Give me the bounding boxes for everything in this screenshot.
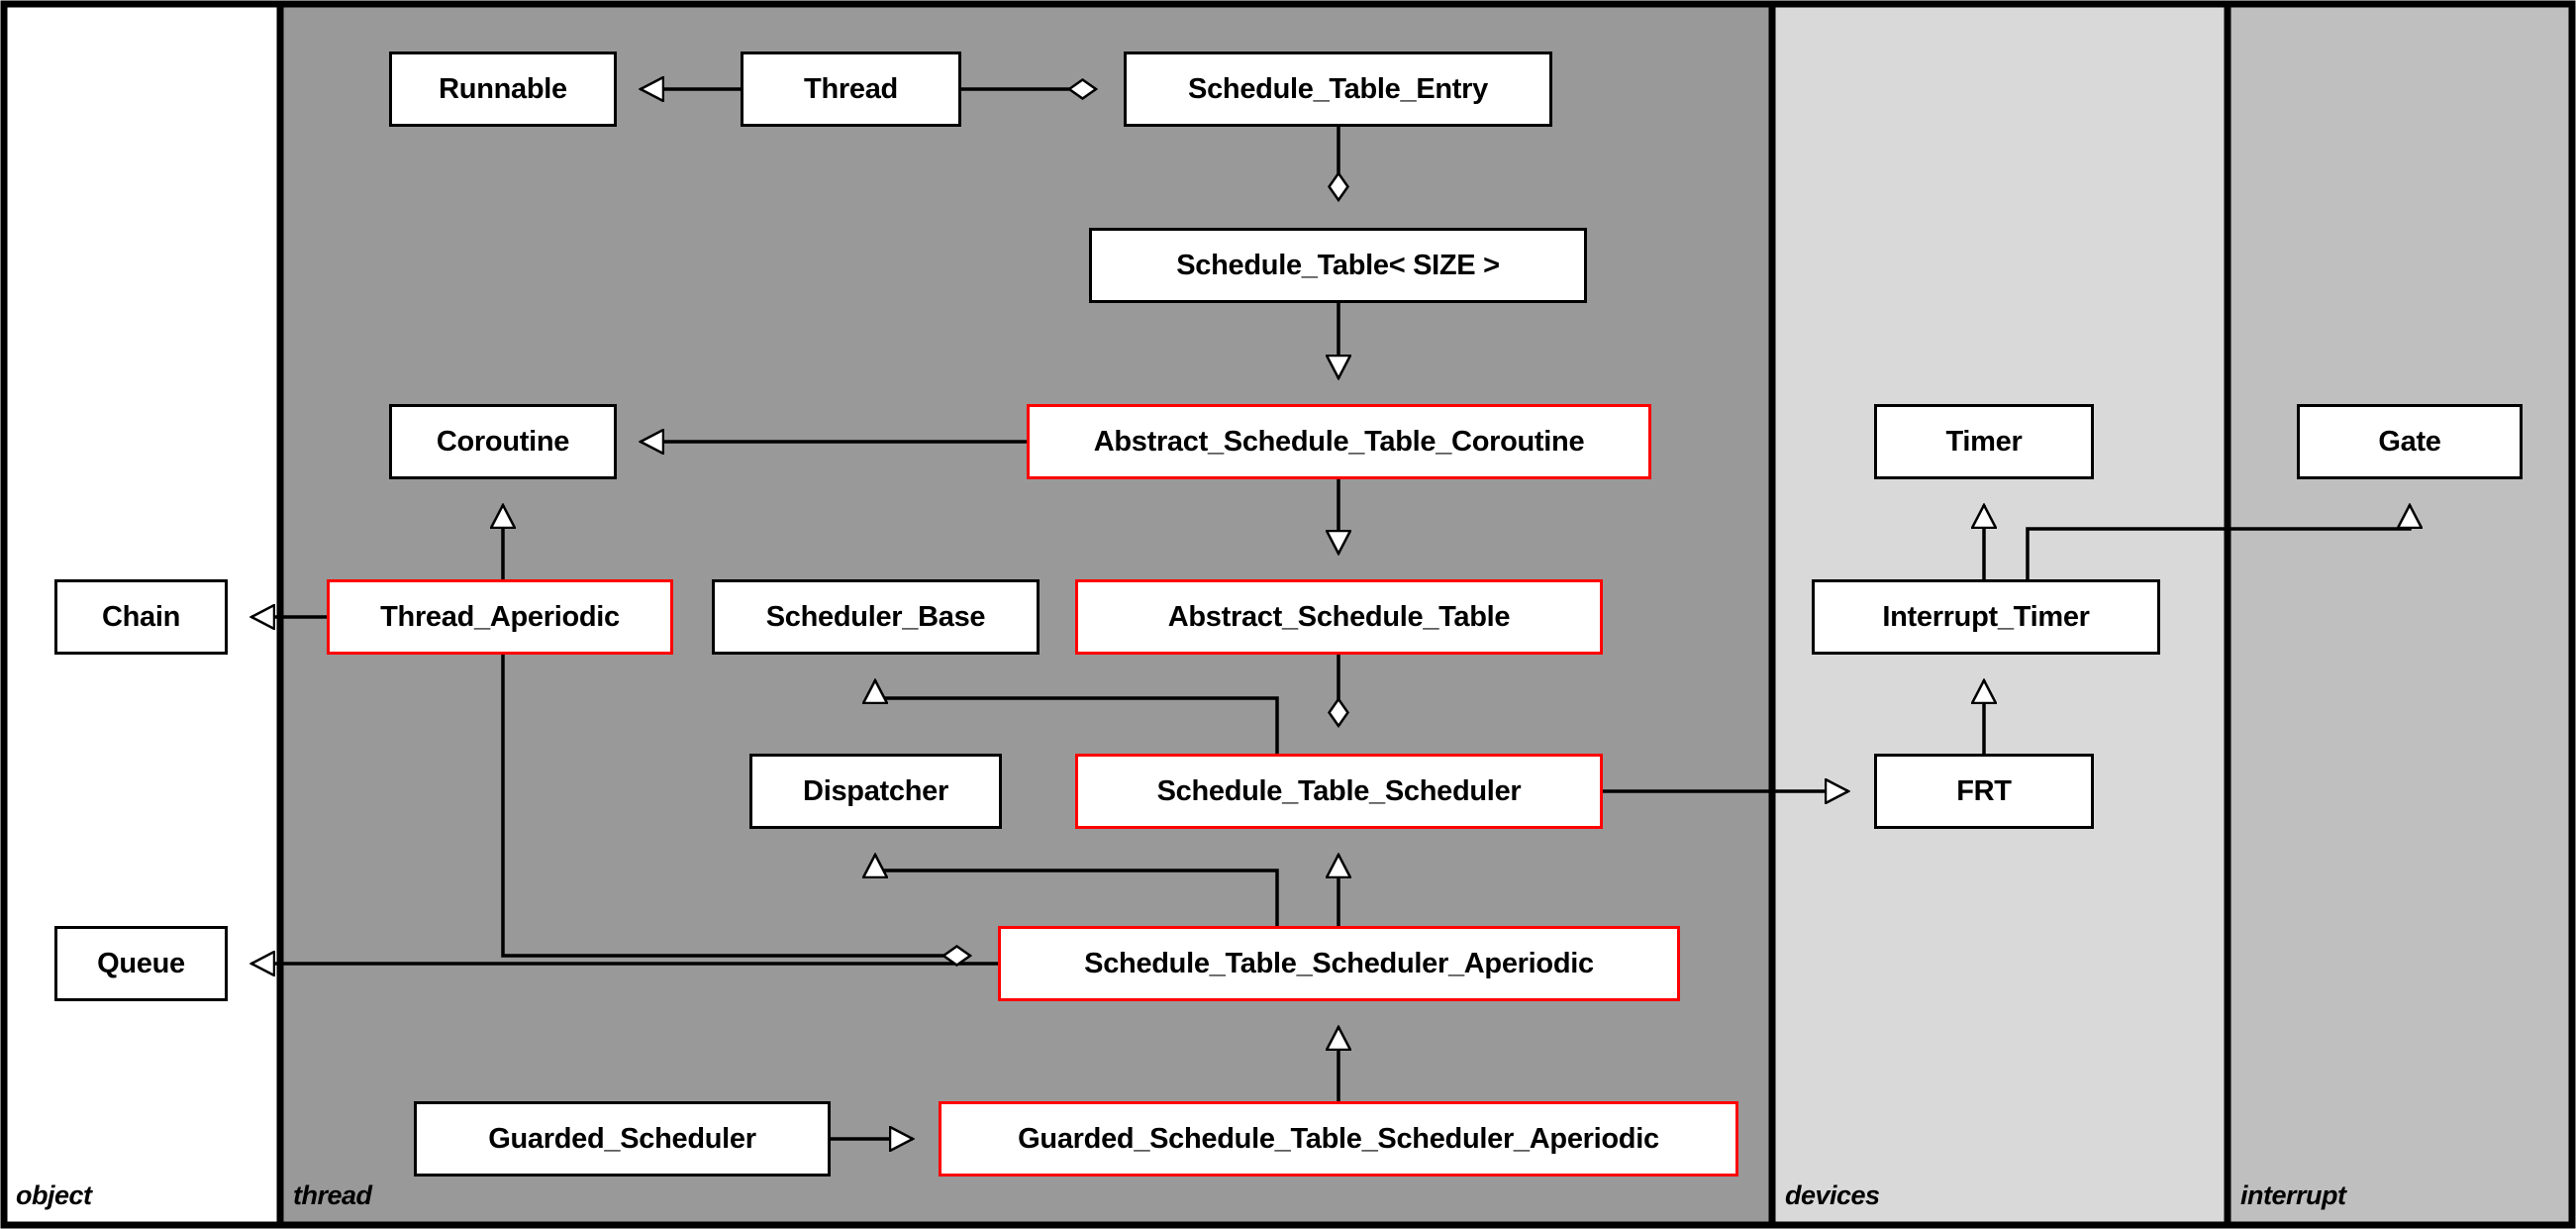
- package-label-object: object: [16, 1180, 92, 1210]
- class-label: Guarded_Schedule_Table_Scheduler_Aperiod…: [1018, 1122, 1659, 1155]
- class-node-thread[interactable]: Thread: [741, 51, 961, 127]
- class-node-abstract-schedule-table[interactable]: Abstract_Schedule_Table: [1075, 579, 1603, 655]
- edge-st_sched_a-dispatcher: [875, 855, 1279, 926]
- class-node-schedule-table-scheduler-aperiodic[interactable]: Schedule_Table_Scheduler_Aperiodic: [998, 926, 1680, 1001]
- class-label: Chain: [101, 600, 181, 633]
- class-node-coroutine[interactable]: Coroutine: [389, 404, 617, 479]
- class-label: Abstract_Schedule_Table: [1167, 600, 1511, 633]
- class-node-gate[interactable]: Gate: [2297, 404, 2523, 479]
- class-node-scheduler-base[interactable]: Scheduler_Base: [712, 579, 1040, 655]
- class-node-frt[interactable]: FRT: [1874, 754, 2094, 829]
- class-node-schedule-table-scheduler[interactable]: Schedule_Table_Scheduler: [1075, 754, 1603, 829]
- edge-st_sched-sched_base: [875, 680, 1279, 754]
- package-label-thread: thread: [293, 1180, 372, 1210]
- class-node-guarded-schedule-table-scheduler-aperiodic[interactable]: Guarded_Schedule_Table_Scheduler_Aperiod…: [939, 1101, 1738, 1177]
- edge-st_sched_a-coroutine-agg: [501, 655, 970, 956]
- class-label: Scheduler_Base: [765, 600, 986, 633]
- class-label: Dispatcher: [803, 774, 948, 807]
- class-node-abstract-schedule-table-coroutine[interactable]: Abstract_Schedule_Table_Coroutine: [1027, 404, 1651, 479]
- class-label: Interrupt_Timer: [1882, 600, 2090, 633]
- class-label: Schedule_Table_Scheduler: [1156, 774, 1522, 807]
- class-label: Gate: [2378, 425, 2441, 458]
- class-label: Timer: [1945, 425, 2023, 458]
- class-node-guarded-scheduler[interactable]: Guarded_Scheduler: [414, 1101, 831, 1177]
- package-label-devices: devices: [1785, 1180, 1880, 1210]
- class-node-schedule-table-size[interactable]: Schedule_Table< SIZE >: [1089, 228, 1587, 303]
- class-node-schedule-table-entry[interactable]: Schedule_Table_Entry: [1124, 51, 1552, 127]
- class-node-chain[interactable]: Chain: [54, 579, 228, 655]
- class-node-queue[interactable]: Queue: [54, 926, 228, 1001]
- class-node-interrupt-timer[interactable]: Interrupt_Timer: [1812, 579, 2160, 655]
- class-label: Schedule_Table< SIZE >: [1176, 249, 1500, 281]
- class-node-runnable[interactable]: Runnable: [389, 51, 617, 127]
- package-interrupt: [2224, 0, 2576, 1229]
- class-label: Schedule_Table_Scheduler_Aperiodic: [1084, 947, 1594, 979]
- class-label: FRT: [1956, 774, 2012, 807]
- package-label-interrupt: interrupt: [2240, 1180, 2346, 1210]
- class-label: Guarded_Scheduler: [488, 1122, 756, 1155]
- edge-int_timer-gate: [2026, 505, 2410, 579]
- class-node-dispatcher[interactable]: Dispatcher: [749, 754, 1002, 829]
- class-label: Schedule_Table_Entry: [1188, 72, 1488, 105]
- class-node-timer[interactable]: Timer: [1874, 404, 2094, 479]
- class-label: Thread_Aperiodic: [380, 600, 620, 633]
- class-label: Queue: [97, 947, 185, 979]
- class-node-thread-aperiodic[interactable]: Thread_Aperiodic: [327, 579, 673, 655]
- class-label: Runnable: [439, 72, 567, 105]
- class-label: Abstract_Schedule_Table_Coroutine: [1093, 425, 1585, 458]
- class-label: Coroutine: [436, 425, 570, 458]
- class-label: Thread: [804, 72, 898, 105]
- edges: [251, 89, 2410, 1139]
